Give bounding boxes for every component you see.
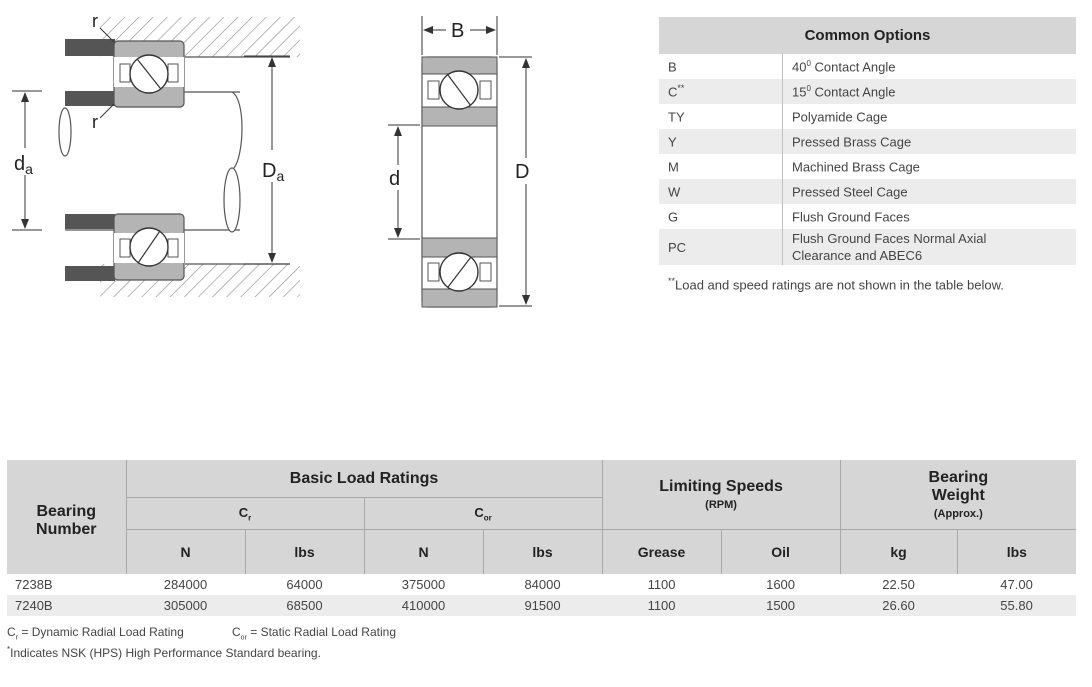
value-cell: 55.80 <box>957 595 1077 616</box>
option-description: Pressed Steel Cage <box>782 179 1076 204</box>
value-cell: 68500 <box>245 595 364 616</box>
shoulder-top <box>65 39 115 56</box>
option-code: G <box>659 204 783 229</box>
shoulder-lower-mid <box>65 214 115 229</box>
value-cell: 284000 <box>163 577 208 592</box>
r-label-mid: r <box>92 112 98 132</box>
unit-header: lbs <box>482 529 603 574</box>
option-description: 400 Contact Angle <box>792 58 896 75</box>
option-code: M <box>659 154 783 179</box>
bearing-number-cell: 7238B <box>15 577 53 592</box>
header-limiting-speeds: Limiting Speeds(RPM) <box>601 460 841 530</box>
value-cell: 47.00 <box>1000 577 1033 592</box>
value-cell: 1100 <box>602 595 722 616</box>
table-row: 7238B 284000 64000 375000 84000 1100 1600 22.50… <box>7 574 1076 595</box>
header-cor: Cor <box>363 497 603 530</box>
Da-label: Da <box>262 160 284 184</box>
option-code: W <box>659 179 783 204</box>
value-cell: 375000 <box>401 577 446 592</box>
value-cell: 64000 <box>286 577 323 592</box>
footnote-cor: Cor = Static Radial Load Rating <box>232 625 396 642</box>
option-row: C**150 Contact Angle <box>659 79 1076 104</box>
option-row: M Machined Brass Cage <box>659 154 1076 179</box>
option-description: 150 Contact Angle <box>782 79 1076 104</box>
unit-header: N <box>363 529 483 574</box>
option-code: C** <box>659 79 783 104</box>
value-cell: 26.60 <box>840 595 958 616</box>
bearing-section-top <box>113 40 185 108</box>
bearing-section-bottom <box>113 213 185 281</box>
unit-header: N <box>125 529 245 574</box>
header-basic-load-ratings: Basic Load Ratings <box>125 460 603 498</box>
value-cell: 410000 <box>364 595 483 616</box>
shoulder-bottom <box>65 266 115 281</box>
mounting-diagram: r r da Da <box>12 11 300 297</box>
bearing-upper-section <box>421 56 498 127</box>
bearing-lower-section <box>421 237 498 308</box>
option-row: B 400 Contact Angle <box>659 54 1076 79</box>
footnote-hps: *Indicates NSK (HPS) High Performance St… <box>7 645 321 660</box>
option-description: Flush Ground Faces <box>792 209 910 225</box>
bearing-number-cell: 7240B <box>7 595 126 616</box>
value-cell: 305000 <box>126 595 245 616</box>
value-cell: 22.50 <box>882 577 915 592</box>
common-options-note: **Load and speed ratings are not shown i… <box>668 276 1004 293</box>
option-description: Pressed Brass Cage <box>782 129 1076 154</box>
unit-header: kg <box>839 529 958 574</box>
D-label: D <box>515 161 529 183</box>
option-row: G Flush Ground Faces <box>659 204 1076 229</box>
value-cell: 84000 <box>524 577 561 592</box>
unit-header: lbs <box>244 529 364 574</box>
d-label: d <box>389 168 400 190</box>
value-cell: 1100 <box>647 577 676 592</box>
bearing-dimension-diagram: B d D <box>388 16 532 308</box>
value-cell: 91500 <box>483 595 603 616</box>
option-code: PC <box>659 229 783 265</box>
header-cr: Cr <box>125 497 364 530</box>
option-code: Y <box>659 129 783 154</box>
value-cell: 1600 <box>766 577 796 592</box>
option-description: Polyamide Cage <box>792 109 888 125</box>
common-options-title: Common Options <box>659 17 1076 54</box>
option-row: TY Polyamide Cage <box>659 104 1076 129</box>
unit-header: Oil <box>720 529 841 574</box>
da-label: da <box>14 153 33 177</box>
option-description: Machined Brass Cage <box>792 159 920 175</box>
unit-header: Grease <box>601 529 722 574</box>
r-label-top: r <box>92 11 98 31</box>
unit-header: lbs <box>956 529 1077 574</box>
shoulder-upper-mid <box>65 91 115 106</box>
option-code: TY <box>659 104 783 129</box>
bearing-data-rows: 7238B 284000 64000 375000 84000 1100 1600 22.50… <box>7 574 1077 616</box>
B-label: B <box>451 20 464 42</box>
footnote-cr: Cr = Dynamic Radial Load Rating <box>7 625 184 642</box>
value-cell: 1500 <box>721 595 841 616</box>
option-code: B <box>659 54 783 79</box>
